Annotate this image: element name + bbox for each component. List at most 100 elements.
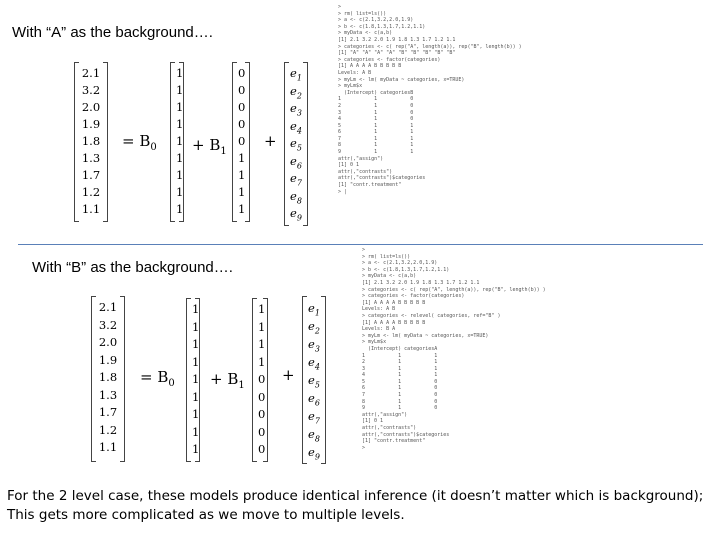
r-output-line: > b <- c(1.8,1.3,1.7,1.2,1.1) bbox=[338, 23, 426, 30]
error-term: e5 bbox=[308, 373, 320, 390]
r-output-line: 8 1 1 bbox=[338, 142, 414, 149]
b-r-console-output: >> rm( list=ls())> a <- c(2.1,3.2,2.0,1.… bbox=[362, 247, 644, 477]
y-value: 1.2 bbox=[98, 422, 118, 437]
footer-note: For the 2 level case, these models produ… bbox=[7, 487, 713, 525]
r-output-line: 2 1 0 bbox=[338, 102, 414, 109]
y-value: 2.0 bbox=[81, 100, 101, 114]
r-output-line: 7 1 1 bbox=[338, 135, 414, 142]
r-output-line: > bbox=[362, 444, 366, 451]
one-value: 1 bbox=[192, 354, 200, 369]
r-output-line: > rm( list=ls()) bbox=[338, 10, 387, 17]
indicator-value: 0 bbox=[258, 424, 266, 439]
error-term: e4 bbox=[290, 118, 302, 135]
error-term: e2 bbox=[308, 319, 320, 336]
r-output-line: > categories <- c( rep("A", length(a)), … bbox=[338, 43, 522, 50]
y-value: 3.2 bbox=[98, 317, 118, 332]
error-term: e6 bbox=[308, 391, 320, 408]
r-output-line: Levels: A B bbox=[338, 69, 372, 76]
y-value: 1.3 bbox=[81, 151, 101, 165]
section-b-heading: With “B” as the background…. bbox=[32, 259, 233, 276]
indicator-value: 0 bbox=[258, 372, 266, 386]
error-term: e8 bbox=[290, 188, 302, 205]
r-output-line: > categories <- c( rep("A", length(a)), … bbox=[362, 286, 546, 293]
one-value: 1 bbox=[192, 319, 200, 334]
a-r-console-output: >> rm( list=ls())> a <- c(2.1,3.2,2.0,1.… bbox=[338, 4, 628, 242]
one-value: 1 bbox=[192, 442, 200, 456]
r-output-line: > myData <- c(a,b) bbox=[338, 30, 393, 37]
one-value: 1 bbox=[192, 337, 200, 351]
r-output-line: > myLm <- lm( myData ~ categories, x=TRU… bbox=[338, 76, 465, 83]
r-output-line: > myData <- c(a,b) bbox=[362, 273, 417, 280]
one-value: 1 bbox=[176, 134, 184, 148]
a-plus-b1: + B1 bbox=[192, 136, 227, 157]
r-output-line: [1] A A A A B B B B B bbox=[338, 63, 402, 70]
indicator-value: 0 bbox=[238, 66, 246, 80]
r-output-line: [1] "contr.treatment" bbox=[338, 182, 402, 189]
r-output-line: (Intercept) categoriesB bbox=[338, 89, 414, 96]
error-term: e2 bbox=[290, 83, 302, 100]
error-term: e1 bbox=[308, 301, 320, 318]
b-equals-b0: = B0 bbox=[140, 368, 175, 389]
r-output-line: attr(,"contrasts") bbox=[362, 425, 417, 432]
r-output-line: > myLm <- lm( myData ~ categories, x=TRU… bbox=[362, 332, 489, 339]
indicator-value: 0 bbox=[238, 117, 246, 131]
r-output-line: > bbox=[362, 247, 366, 253]
y-value: 1.1 bbox=[98, 440, 118, 454]
section-a-heading: With “A” as the background…. bbox=[12, 24, 213, 41]
y-value: 1.9 bbox=[98, 352, 118, 367]
r-output-line: attr(,"contrasts") bbox=[338, 168, 393, 175]
error-term: e1 bbox=[290, 66, 302, 83]
r-output-line: attr(,"contrasts")$categories bbox=[338, 175, 426, 182]
r-output-line: [1] 0 1 bbox=[338, 162, 360, 169]
r-output-line: [1] A A A A B B B B B bbox=[362, 319, 426, 326]
indicator-value: 1 bbox=[238, 151, 246, 165]
indicator-value: 0 bbox=[238, 100, 246, 114]
one-value: 1 bbox=[192, 372, 200, 386]
y-value: 1.7 bbox=[81, 168, 101, 182]
y-value: 1.8 bbox=[81, 134, 101, 148]
indicator-value: 1 bbox=[258, 337, 266, 351]
r-output-line: 6 1 0 bbox=[362, 385, 438, 392]
one-value: 1 bbox=[192, 302, 200, 316]
r-output-line: 4 1 1 bbox=[362, 372, 438, 379]
r-output-line: 7 1 0 bbox=[362, 392, 438, 399]
r-output-line: attr(,"assign") bbox=[338, 155, 384, 162]
r-output-line: Levels: B A bbox=[362, 326, 396, 333]
y-value: 1.3 bbox=[98, 387, 118, 402]
r-output-line: attr(,"assign") bbox=[362, 411, 408, 418]
r-output-line: 2 1 1 bbox=[362, 359, 438, 366]
indicator-value: 0 bbox=[258, 407, 266, 421]
r-output-line: 6 1 1 bbox=[338, 129, 414, 136]
r-output-line: > categories <- factor(categories) bbox=[338, 56, 441, 63]
one-value: 1 bbox=[176, 117, 184, 131]
r-output-line: > categories <- relevel( categories, ref… bbox=[362, 312, 501, 319]
one-value: 1 bbox=[192, 424, 200, 439]
y-value: 1.8 bbox=[98, 370, 118, 384]
r-output-line: > bbox=[338, 4, 342, 10]
indicator-value: 0 bbox=[258, 389, 266, 404]
b-plus-b1: + B1 bbox=[210, 370, 245, 391]
one-value: 1 bbox=[176, 83, 184, 97]
r-output-line: 5 1 1 bbox=[338, 122, 414, 129]
error-term: e8 bbox=[308, 427, 320, 444]
r-output-line: > myLm$x bbox=[338, 83, 363, 90]
b-plus: + bbox=[282, 366, 295, 384]
r-output-line: [1] "A" "A" "A" "A" "B" "B" "B" "B" "B" bbox=[338, 50, 456, 57]
r-output-line: 3 1 0 bbox=[338, 109, 414, 116]
r-output-line: [1] 2.1 3.2 2.0 1.9 1.8 1.3 1.7 1.2 1.1 bbox=[338, 36, 456, 43]
r-output-line: 1 1 1 bbox=[362, 352, 438, 359]
error-term: e6 bbox=[290, 153, 302, 170]
r-output-line: [1] "contr.treatment" bbox=[362, 438, 426, 445]
indicator-value: 1 bbox=[238, 168, 246, 182]
r-output-line: > a <- c(2.1,3.2,2.0,1.9) bbox=[362, 260, 438, 267]
one-value: 1 bbox=[192, 407, 200, 421]
a-plus: + bbox=[264, 132, 277, 150]
r-output-line: [1] 2.1 3.2 2.0 1.9 1.8 1.3 1.7 1.2 1.1 bbox=[362, 279, 480, 286]
r-output-line: 9 1 0 bbox=[362, 405, 438, 412]
indicator-value: 1 bbox=[238, 202, 246, 216]
